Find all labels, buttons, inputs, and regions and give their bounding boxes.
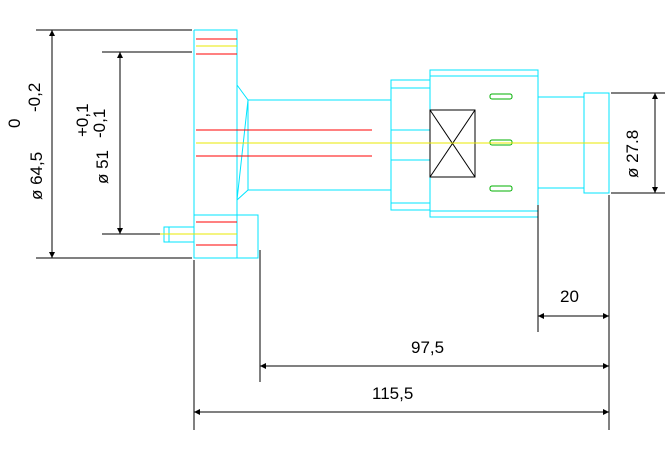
length-end-label: 20 [560, 287, 579, 306]
outer-diameter-tol-upper: 0 [5, 119, 24, 128]
centerlines [160, 45, 609, 235]
dimension-texts: ø 64,5 -0,2 0 ø 51 -0,1 +0,1 ø 27.8 20 9… [5, 83, 642, 403]
connector-body [537, 92, 610, 194]
outer-diameter-tol-lower: -0,2 [25, 83, 44, 112]
bolt-circle-tol-upper: +0,1 [73, 103, 92, 137]
outer-diameter-label: ø 64,5 [27, 152, 46, 200]
bolt-circle-label: ø 51 [93, 150, 112, 184]
body-step [390, 79, 431, 211]
length-total-label: 115,5 [372, 384, 413, 403]
connector-diameter-label: ø 27.8 [623, 130, 642, 178]
part-outline [163, 29, 610, 259]
bolt-circle-tol-lower: -0,1 [90, 109, 109, 138]
dimension-lines [36, 29, 665, 430]
hidden-lines [196, 38, 372, 246]
length-mid-label: 97,5 [411, 338, 444, 357]
neck-body [247, 99, 392, 191]
